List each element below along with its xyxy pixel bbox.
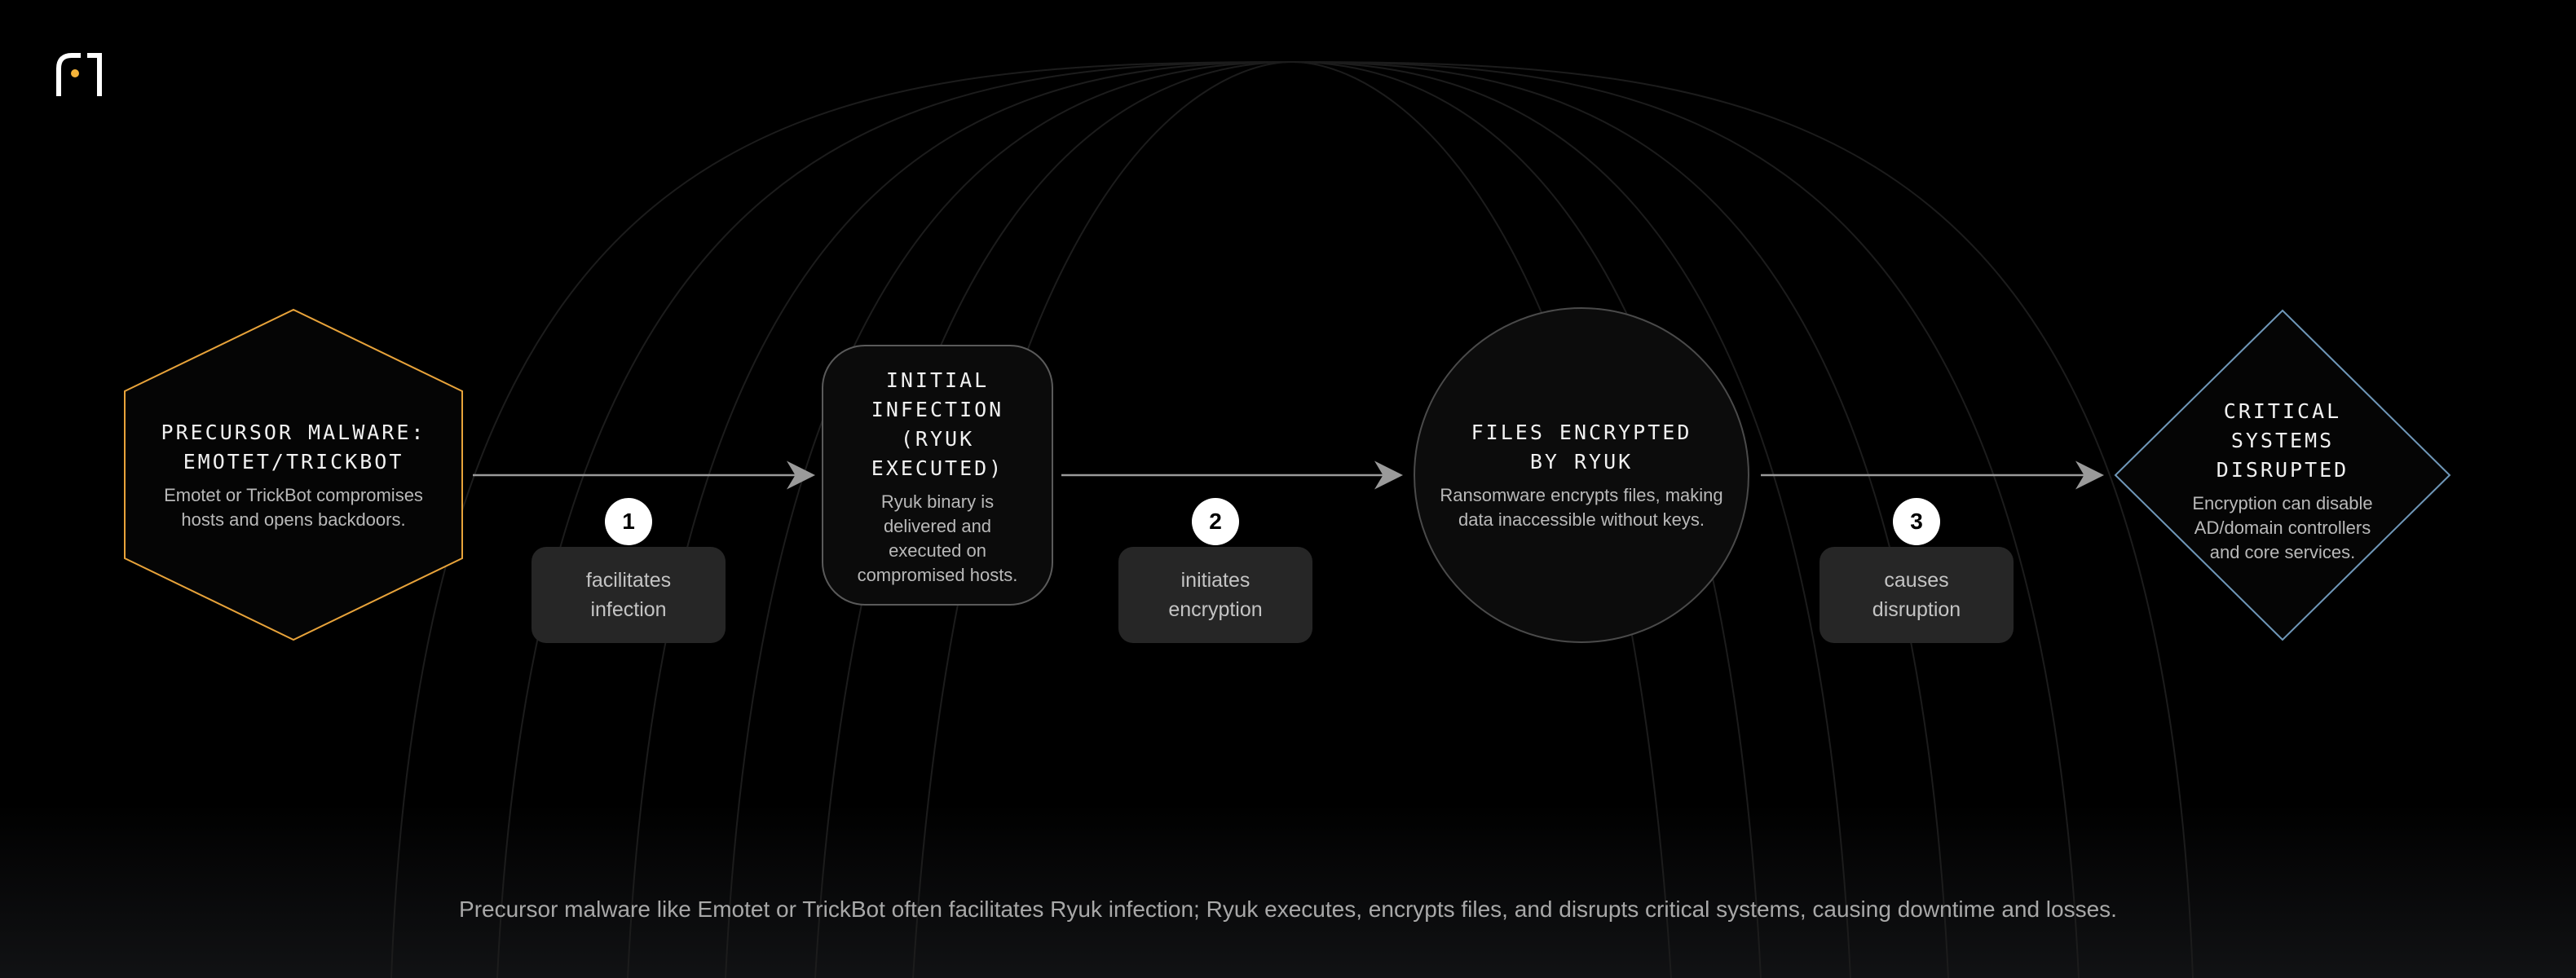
diamond-shape	[2114, 309, 2451, 641]
node-description: Encryption can disable AD/domain control…	[2192, 493, 2373, 562]
diagram-caption: Precursor malware like Emotet or TrickBo…	[459, 896, 2117, 922]
node-title: PRECURSOR MALWARE: EMOTET/TRICKBOT	[161, 420, 426, 474]
brand-logo-icon	[56, 53, 102, 96]
node-critical-systems[interactable]: CRITICAL SYSTEMS DISRUPTED Encryption ca…	[2168, 383, 2397, 579]
step-badge-2: 2	[1192, 498, 1239, 545]
step-badge-1: 1	[605, 498, 652, 545]
node-files-encrypted[interactable]: FILES ENCRYPTED BY RYUK Ransomware encry…	[1427, 383, 1736, 567]
node-description: Ryuk binary is delivered and executed on…	[857, 491, 1018, 585]
node-initial-infection[interactable]: INITIAL INFECTION (RYUK EXECUTED) Ryuk b…	[840, 359, 1035, 595]
edge-label-causes-disruption: causes disruption	[1820, 547, 2014, 643]
edge-label-initiates-encryption: initiates encryption	[1118, 547, 1312, 643]
rounded-rectangle-shape	[822, 345, 1053, 606]
hexagon-shape	[124, 308, 463, 641]
node-title: FILES ENCRYPTED BY RYUK	[1471, 421, 1692, 474]
node-title: INITIAL INFECTION (RYUK EXECUTED)	[871, 368, 1004, 480]
edge-label-facilitates-infection: facilitates infection	[532, 547, 726, 643]
node-precursor-malware[interactable]: PRECURSOR MALWARE: EMOTET/TRICKBOT Emote…	[147, 391, 440, 558]
circle-shape	[1414, 307, 1749, 643]
node-description: Ransomware encrypts files, making data i…	[1440, 485, 1723, 530]
node-title: CRITICAL SYSTEMS DISRUPTED	[2216, 399, 2349, 482]
node-description: Emotet or TrickBot compromises hosts and…	[164, 484, 423, 530]
step-badge-3: 3	[1893, 498, 1940, 545]
